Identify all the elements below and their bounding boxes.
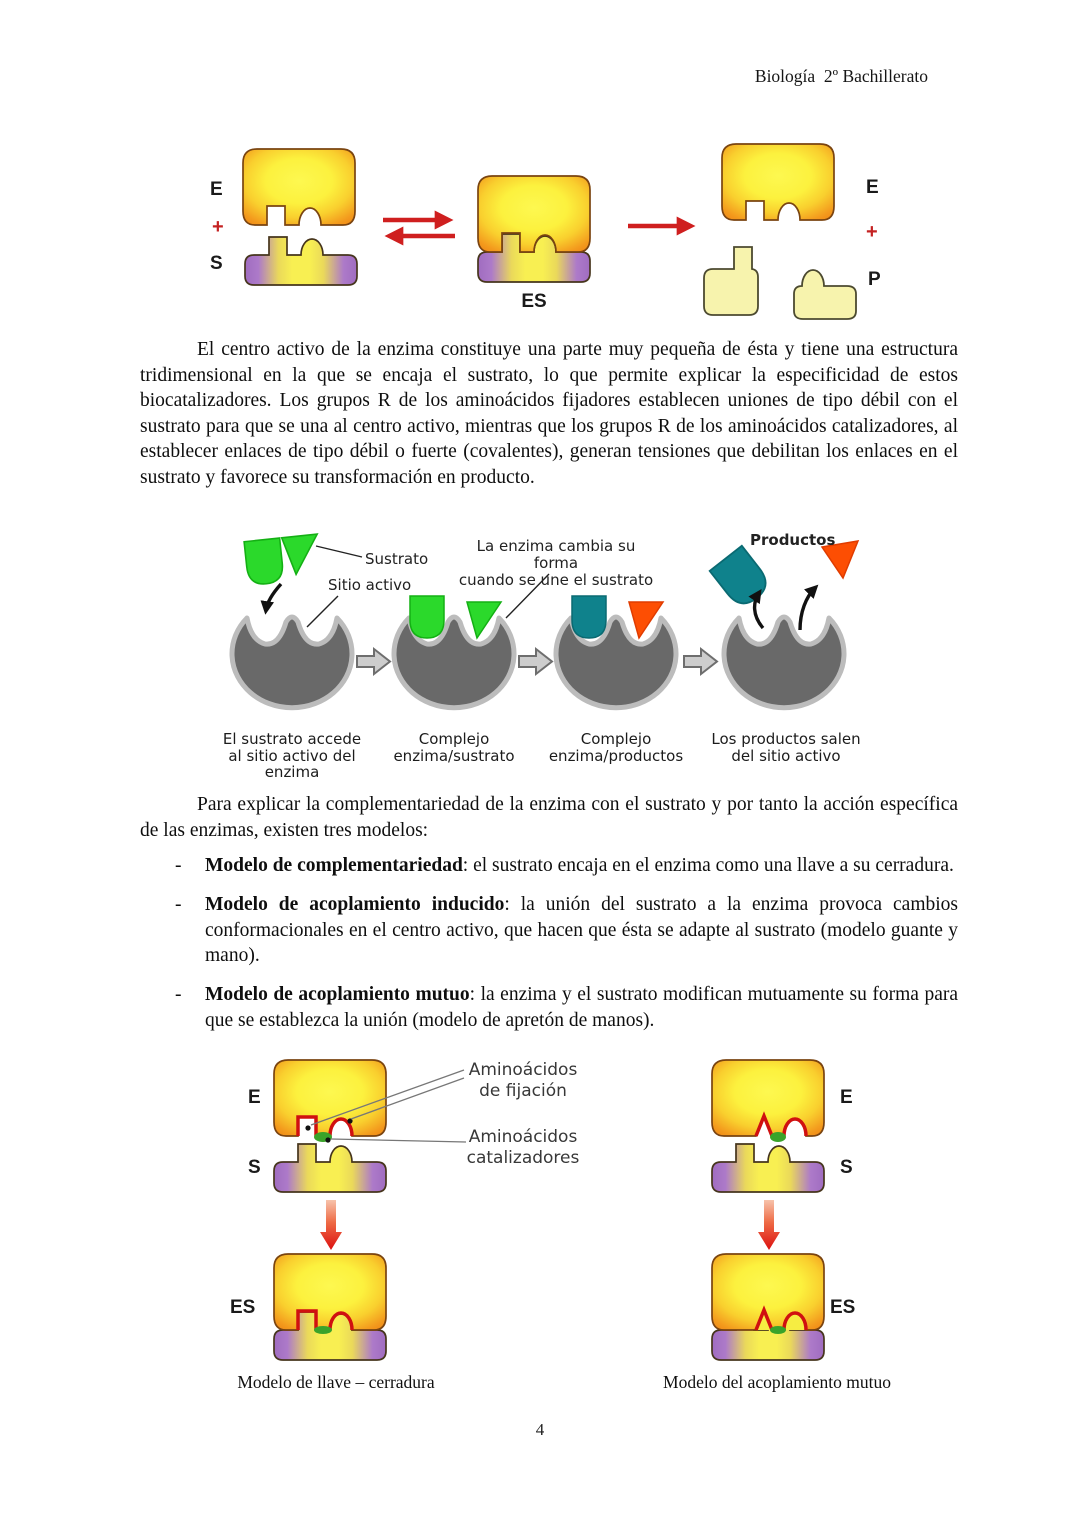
paragraph-models-intro: Para explicar la complementariedad de la… <box>140 794 958 841</box>
list-item: - Modelo de acoplamiento inducido: la un… <box>175 892 958 969</box>
catalizadores-pointer-line <box>330 1138 467 1143</box>
substrate-shape-left <box>244 236 358 286</box>
caption-step-3: Complejo enzima/productos <box>548 730 684 765</box>
product-exit-arrow-right-icon <box>798 584 819 631</box>
substrate-entry-arrow-icon <box>260 582 283 615</box>
caption-lock-key-model: Modelo de llave – cerradura <box>237 1372 435 1392</box>
gray-enzyme-1 <box>232 617 352 708</box>
released-product-round <box>708 544 774 612</box>
page-number: 4 <box>535 1420 545 1439</box>
model-text: : el sustrato encaja en el enzima como u… <box>462 855 954 876</box>
model-right-substrate <box>711 1143 825 1193</box>
plus-sign-left: + <box>212 216 224 238</box>
caption-step-1: El sustrato accede al sitio activo del e… <box>222 730 362 781</box>
sitio-activo-pointer-line <box>306 595 339 628</box>
product-shape-1 <box>703 246 759 316</box>
page-header: Biología 2º Bachillerato <box>754 66 928 86</box>
figure-induced-fit <box>232 533 860 708</box>
enzyme-shape-right <box>721 143 835 221</box>
list-item: - Modelo de acoplamiento mutuo: la enzim… <box>175 982 958 1034</box>
enzyme-in-complex <box>477 175 591 253</box>
product-shape-2 <box>793 269 857 320</box>
label-enzyme-left: E <box>210 179 223 200</box>
caption-step-2: Complejo enzima/sustrato <box>393 730 515 765</box>
label-model-right-es: ES <box>830 1297 856 1318</box>
bullet-dash: - <box>175 984 182 1006</box>
figure-enzyme-substrate-reaction <box>242 143 857 320</box>
figure-binding-models <box>273 1059 825 1361</box>
sustrato-pointer-line <box>315 545 363 558</box>
fijacion-pointer-line-2 <box>350 1077 465 1120</box>
label-substrate-left: S <box>210 253 223 274</box>
label-model-left-e: E <box>248 1087 261 1108</box>
model-right-enzyme-sites <box>754 1111 808 1142</box>
label-aminoacidos-fijacion: Aminoácidos de fijación <box>468 1060 578 1101</box>
label-model-right-s: S <box>840 1157 853 1178</box>
model-text: : la enzima y el sustrato modifican mutu… <box>205 984 959 1031</box>
model-term: Modelo de acoplamiento mutuo <box>205 984 470 1006</box>
step-arrow-3-icon <box>683 648 718 675</box>
label-enzyme-changes: La enzima cambia su forma cuando se une … <box>458 537 654 589</box>
released-product-triangle <box>820 540 860 580</box>
label-enzyme-right: E <box>866 177 879 198</box>
step-arrow-2-icon <box>518 648 553 675</box>
label-model-left-s: S <box>248 1157 261 1178</box>
model-term: Modelo de complementariedad <box>205 855 463 876</box>
free-substrate-green <box>243 533 322 587</box>
plus-sign-right: + <box>866 221 878 243</box>
model-left-substrate <box>273 1143 387 1193</box>
label-sustrato: Sustrato <box>365 550 429 568</box>
gray-enzyme-4 <box>724 617 844 708</box>
model-left-enzyme <box>273 1059 387 1137</box>
bullet-dash: - <box>175 893 182 915</box>
label-product: P <box>868 269 881 290</box>
fijacion-pointer-line-1 <box>310 1069 465 1126</box>
enzyme-shape-left <box>242 148 356 226</box>
label-es-complex: ES <box>521 291 547 312</box>
bullet-dash: - <box>175 855 182 876</box>
model-text: : la unión del sustrato a la enzima prov… <box>205 893 958 967</box>
model-left-es-enzyme <box>273 1253 387 1331</box>
caption-mutual-fit-model: Modelo del acoplamiento mutuo <box>663 1372 891 1392</box>
models-list: - Modelo de complementariedad: el sustra… <box>175 853 958 1047</box>
model-left-es-sites <box>296 1309 354 1334</box>
product-exit-arrow-left-icon <box>748 589 765 630</box>
label-aminoacidos-catalizadores: Aminoácidos catalizadores <box>466 1127 580 1168</box>
bound-product-round <box>571 595 607 639</box>
caption-step-4: Los productos salen del sitio activo <box>711 730 861 765</box>
model-right-es-sites <box>754 1305 808 1334</box>
label-sitio-activo: Sitio activo <box>328 576 412 594</box>
list-item: - Modelo de complementariedad: el sustra… <box>175 853 958 879</box>
model-left-enzyme-sites <box>296 1115 354 1143</box>
bound-substrate-round <box>409 595 445 639</box>
label-productos: Productos <box>750 531 836 549</box>
cambio-pointer-line <box>505 573 550 619</box>
label-model-right-e: E <box>840 1087 853 1108</box>
model-right-down-arrow-icon <box>758 1200 780 1250</box>
model-term: Modelo de acoplamiento inducido <box>205 893 505 915</box>
model-left-down-arrow-icon <box>320 1200 342 1250</box>
label-model-left-es: ES <box>230 1297 256 1318</box>
step-arrow-1-icon <box>356 648 391 675</box>
paragraph-active-site: El centro activo de la enzima constituye… <box>140 339 958 488</box>
